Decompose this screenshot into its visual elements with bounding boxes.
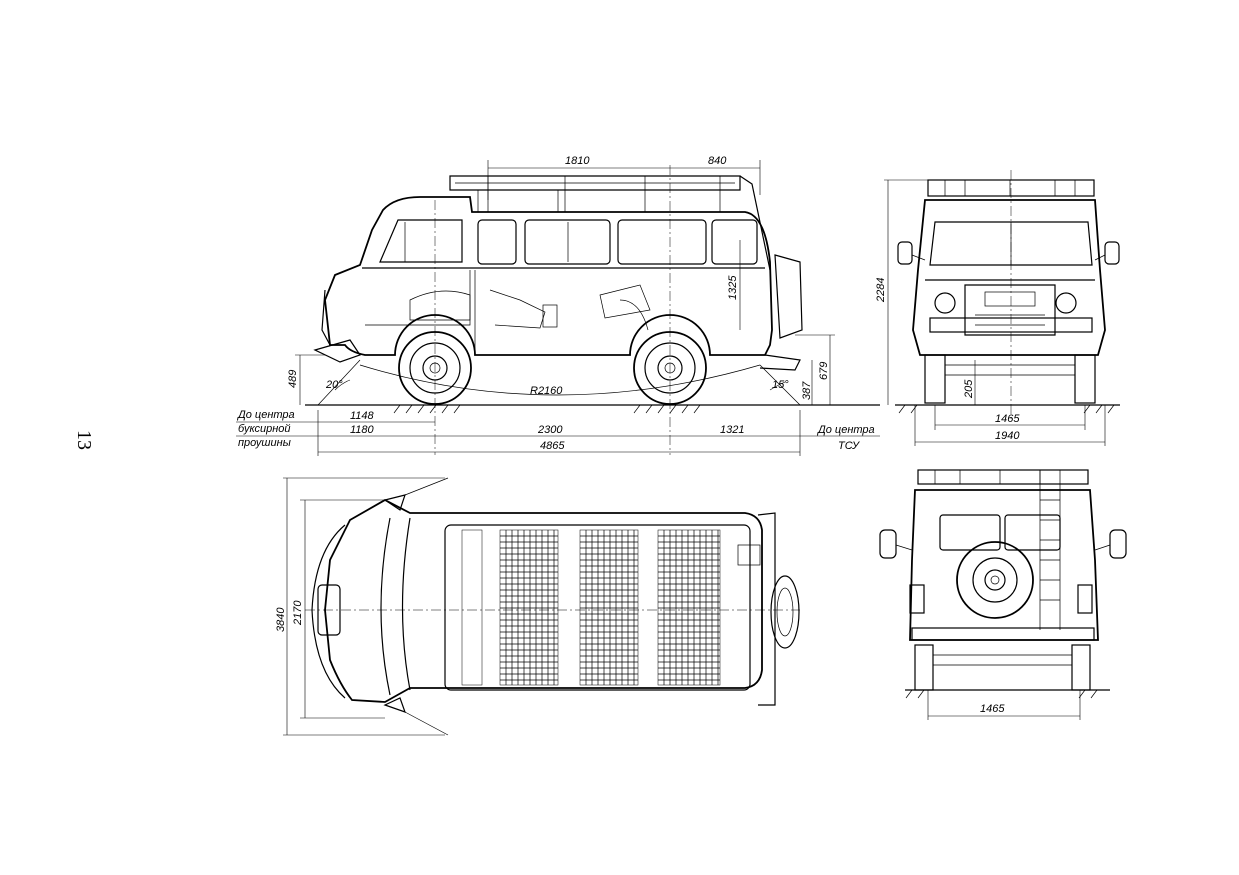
dim-track-rear: 1465 — [980, 703, 1005, 715]
dim-roof-front: 1810 — [565, 155, 590, 167]
label-to-center: До центра — [236, 409, 295, 421]
dim-width: 1940 — [995, 430, 1020, 442]
dim-rear-low: 387 — [801, 381, 813, 400]
label-tow-line2: проушины — [238, 437, 291, 449]
front-view: 2284 205 1465 1940 — [875, 170, 1120, 446]
dim-track-front: 1465 — [995, 413, 1020, 425]
dim-length: 4865 — [540, 440, 565, 452]
dim-wheelbase: 2300 — [537, 424, 563, 436]
dim-body-width: 2170 — [292, 600, 304, 626]
dim-clearance: 205 — [963, 379, 975, 399]
label-tsu: ТСУ — [838, 440, 860, 452]
label-to-center-rear: До центра — [816, 424, 875, 436]
dim-front-overhang: 1148 — [350, 410, 375, 422]
dim-angle-front: 20° — [325, 379, 343, 391]
dim-front-height: 2284 — [875, 278, 887, 303]
dim-rear-height: 679 — [818, 362, 830, 380]
dim-total-width: 3840 — [275, 607, 287, 632]
dim-window-height: 1325 — [727, 275, 739, 300]
page-number: 13 — [73, 430, 95, 450]
top-view: 3840 2170 — [275, 477, 800, 736]
rear-view: 1465 — [879, 469, 1127, 720]
dim-angle-rear: 15° — [772, 379, 789, 391]
dim-radius: R2160 — [530, 385, 563, 397]
side-view: 1810 840 1325 R2160 489 20° 15° 387 679 … — [236, 155, 880, 456]
roof-rack-grid — [461, 529, 721, 686]
dim-front-tow: 1180 — [350, 424, 375, 436]
dim-rear-overhang: 1321 — [720, 424, 744, 436]
dim-roof-rear: 840 — [708, 155, 727, 167]
label-tow-line1: буксирной — [238, 423, 291, 435]
dim-front-height: 489 — [287, 370, 299, 388]
